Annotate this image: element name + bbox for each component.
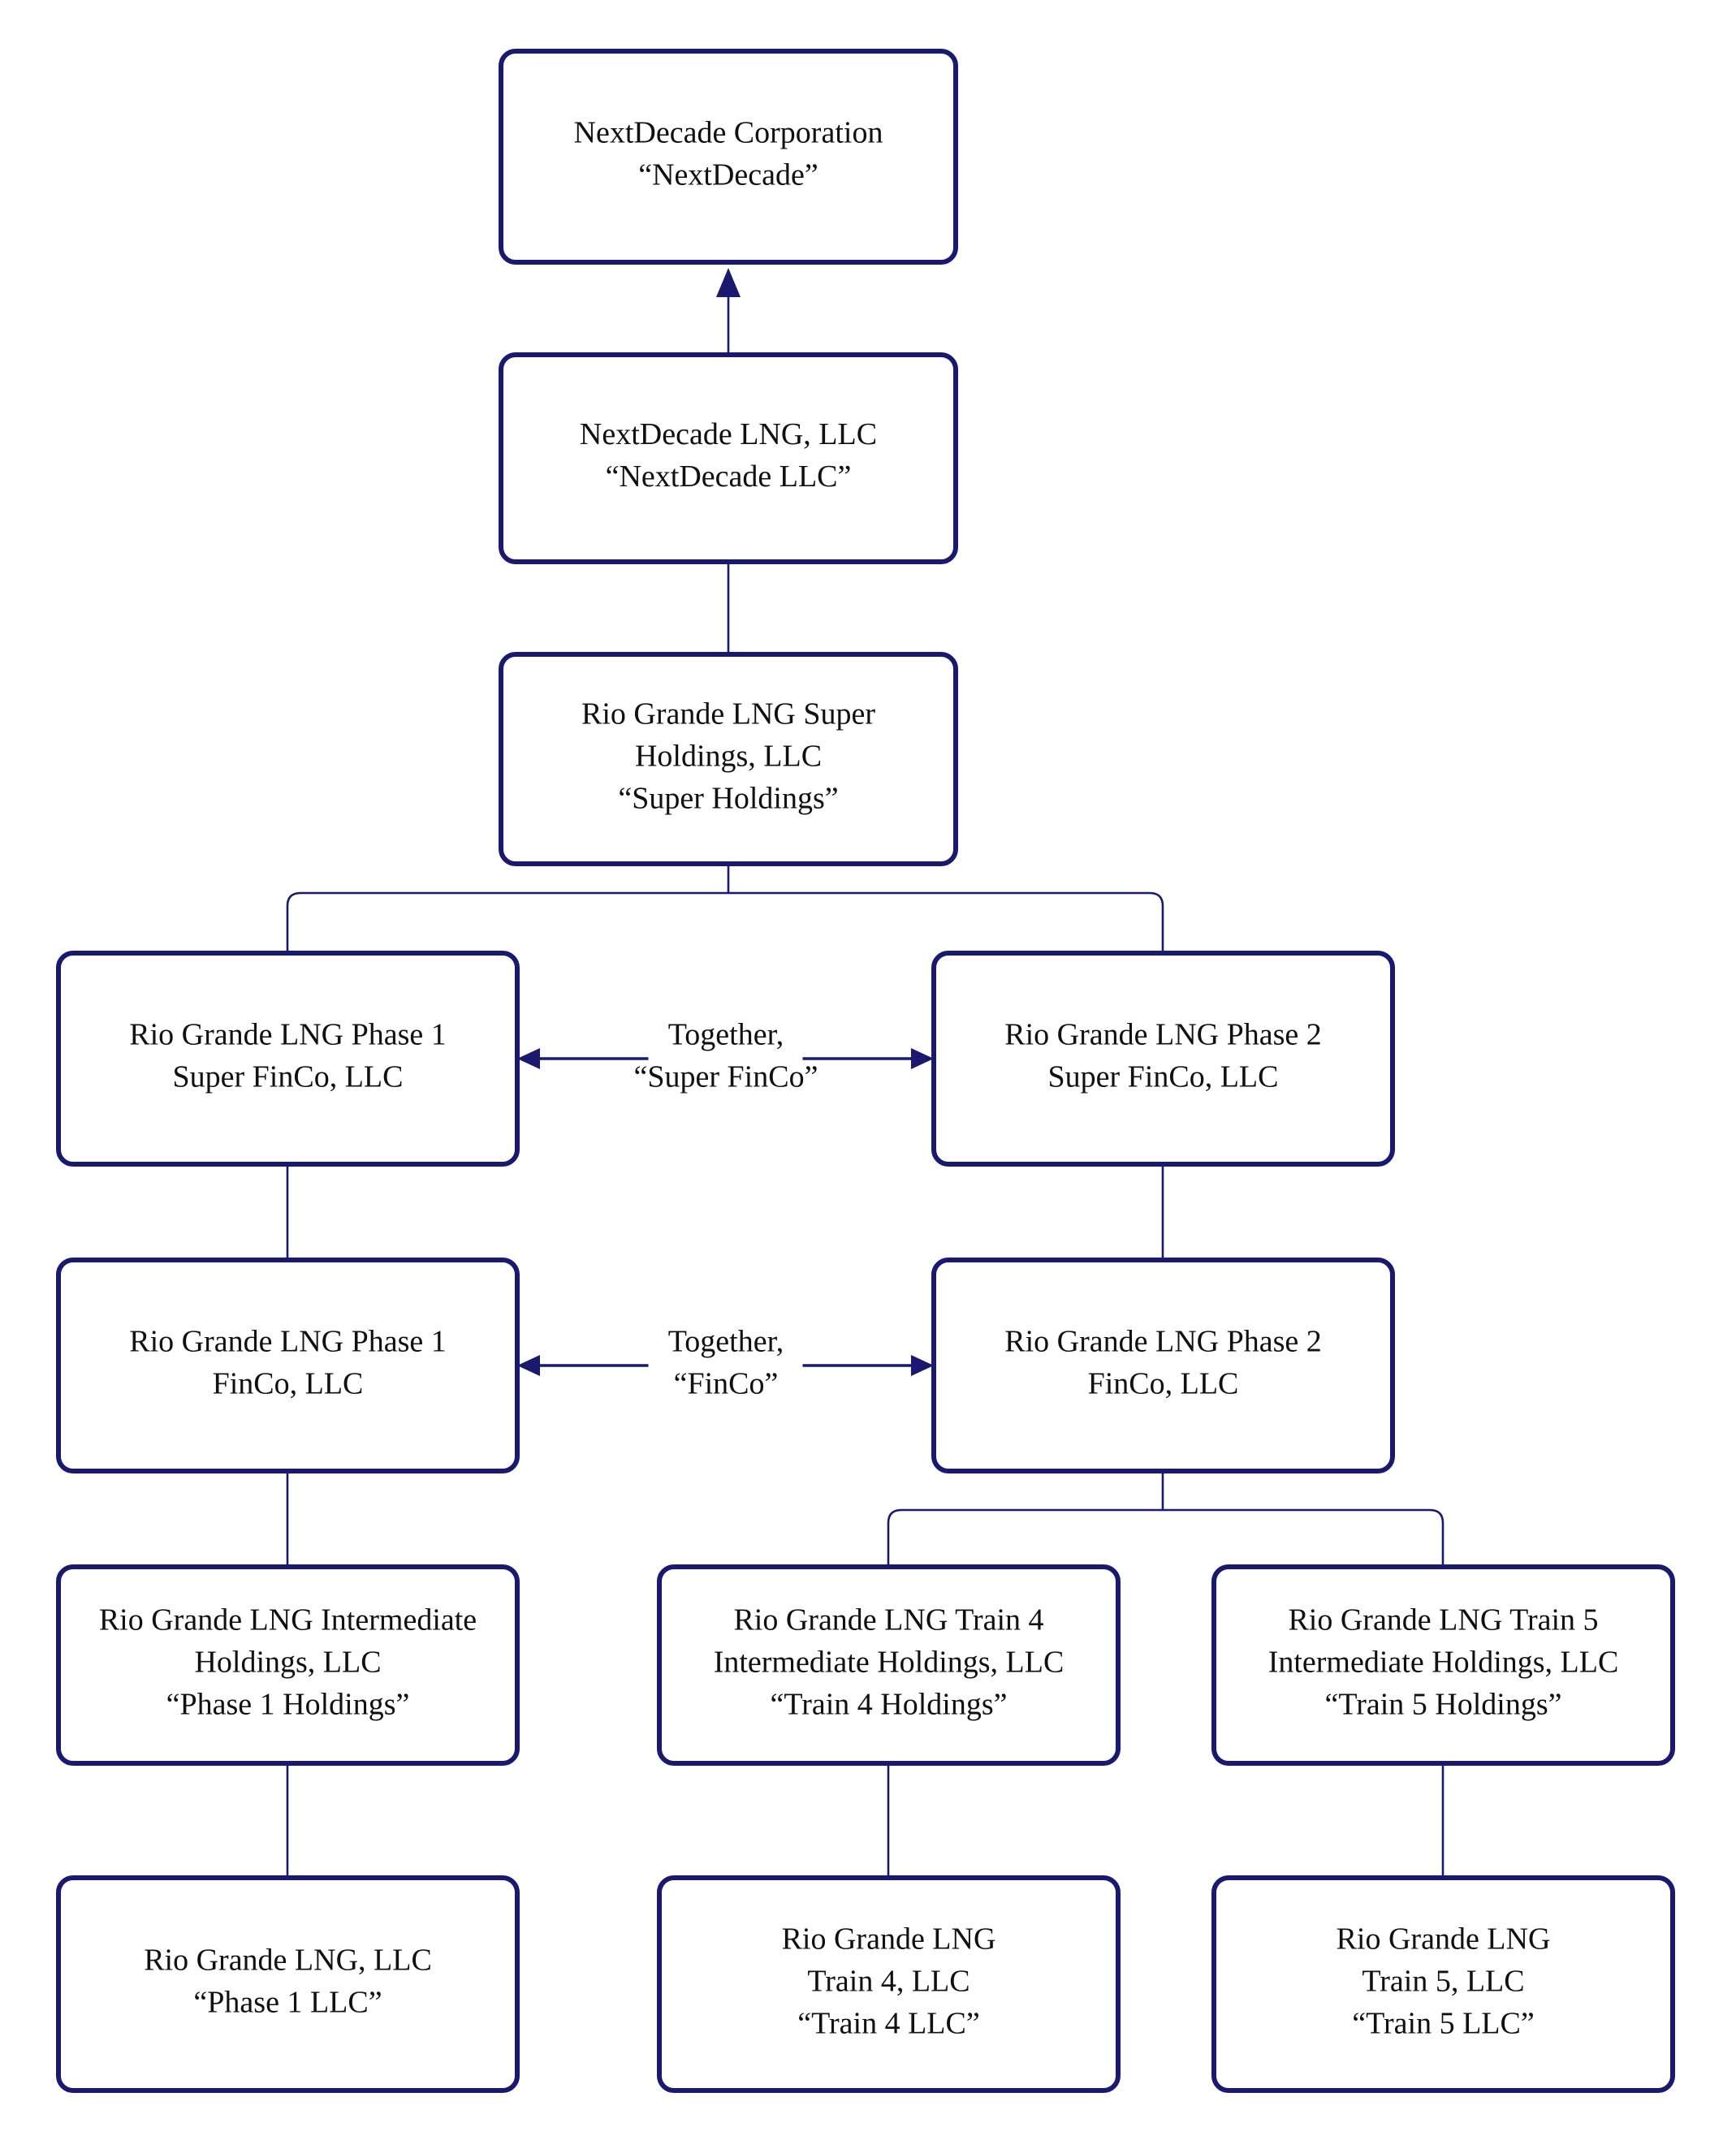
node-label-phase-1-finco-line-0: Rio Grande LNG Phase 1 [129, 1325, 446, 1359]
node-label-phase-1-holdings-line-1: Holdings, LLC [194, 1646, 381, 1680]
node-label-train-4-llc-line-2: “Train 4 LLC” [797, 2007, 979, 2041]
edge-label-text-together-finco-line-0: Together, [668, 1325, 784, 1359]
node-label-train-4-llc-line-0: Rio Grande LNG [782, 1922, 996, 1957]
node-label-phase-1-finco-line-1: FinCo, LLC [213, 1367, 364, 1401]
node-label-phase-1-holdings-line-0: Rio Grande LNG Intermediate [99, 1603, 477, 1637]
node-label-phase-2-finco-line-1: FinCo, LLC [1088, 1367, 1239, 1401]
node-box-train-4-llc[interactable] [657, 1875, 1121, 2093]
node-label-train-5-llc-line-2: “Train 5 LLC” [1352, 2007, 1534, 2041]
node-label-train-5-llc-line-1: Train 5, LLC [1362, 1965, 1524, 1999]
node-box-phase-1-finco[interactable] [56, 1258, 520, 1473]
node-box-phase-1-holdings[interactable] [56, 1564, 520, 1766]
connector-nextdecade-lng-to-corporation [716, 268, 741, 355]
node-phase-2-super-finco[interactable]: Rio Grande LNG Phase 2 Super FinCo, LLC [931, 951, 1395, 1167]
edge-label-together-super-finco: Together, “Super FinCo” [634, 1018, 818, 1094]
node-box-nextdecade-corporation[interactable] [499, 49, 958, 265]
connector-super-holdings-to-phases [286, 864, 1164, 953]
node-phase-2-finco[interactable]: Rio Grande LNG Phase 2 FinCo, LLC [931, 1258, 1395, 1473]
node-train-4-llc[interactable]: Rio Grande LNG Train 4, LLC “Train 4 LLC” [657, 1875, 1121, 2093]
node-label-train-4-holdings-line-1: Intermediate Holdings, LLC [714, 1646, 1064, 1680]
node-label-phase-1-super-finco-line-0: Rio Grande LNG Phase 1 [129, 1018, 446, 1052]
node-label-train-5-holdings-line-1: Intermediate Holdings, LLC [1268, 1646, 1619, 1680]
connector-super-finco-bidirectional [517, 1048, 934, 1069]
connectors-layer [286, 268, 1445, 1878]
node-box-nextdecade-lng-llc[interactable] [499, 352, 958, 564]
node-label-train-5-llc-line-0: Rio Grande LNG [1337, 1922, 1551, 1957]
edge-label-text-together-finco-line-1: “FinCo” [674, 1367, 779, 1401]
node-label-train-4-llc-line-1: Train 4, LLC [807, 1965, 969, 1999]
node-box-train-5-llc[interactable] [1211, 1875, 1675, 2093]
node-label-super-holdings-line-1: Holdings, LLC [635, 740, 822, 774]
node-box-phase-2-finco[interactable] [931, 1258, 1395, 1473]
node-label-train-5-holdings-line-2: “Train 5 Holdings” [1324, 1688, 1561, 1722]
node-nextdecade-lng-llc[interactable]: NextDecade LNG, LLC “NextDecade LLC” [499, 352, 958, 564]
node-label-phase-2-super-finco-line-1: Super FinCo, LLC [1048, 1060, 1279, 1094]
node-label-nextdecade-lng-llc-line-1: “NextDecade LLC” [606, 459, 852, 494]
node-label-super-holdings-line-2: “Super Holdings” [618, 782, 838, 816]
node-label-nextdecade-corporation-line-1: “NextDecade” [638, 158, 818, 192]
node-label-phase-2-finco-line-0: Rio Grande LNG Phase 2 [1004, 1325, 1321, 1359]
node-phase-1-super-finco[interactable]: Rio Grande LNG Phase 1 Super FinCo, LLC [56, 951, 520, 1167]
node-phase-1-llc[interactable]: Rio Grande LNG, LLC “Phase 1 LLC” [56, 1875, 520, 2093]
node-label-train-5-holdings-line-0: Rio Grande LNG Train 5 [1288, 1603, 1598, 1637]
node-label-nextdecade-lng-llc-line-0: NextDecade LNG, LLC [580, 417, 877, 451]
node-label-phase-1-holdings-line-2: “Phase 1 Holdings” [166, 1688, 410, 1722]
node-train-5-llc[interactable]: Rio Grande LNG Train 5, LLC “Train 5 LLC” [1211, 1875, 1675, 2093]
nodes-layer: NextDecade Corporation“NextDecade”NextDe… [56, 49, 1675, 2093]
node-box-train-5-holdings[interactable] [1211, 1564, 1675, 1766]
connector-finco-bidirectional [517, 1355, 934, 1376]
edge-label-together-finco: Together, “FinCo” [668, 1325, 784, 1401]
node-label-phase-1-llc-line-0: Rio Grande LNG, LLC [144, 1944, 432, 1978]
node-train-5-holdings[interactable]: Rio Grande LNG Train 5 Intermediate Holdi… [1211, 1564, 1675, 1766]
node-box-phase-2-super-finco[interactable] [931, 951, 1395, 1167]
node-label-phase-2-super-finco-line-0: Rio Grande LNG Phase 2 [1004, 1018, 1321, 1052]
connector-phase-2-finco-to-trains [887, 1471, 1445, 1567]
edge-label-text-together-super-finco-line-0: Together, [668, 1018, 784, 1052]
node-box-train-4-holdings[interactable] [657, 1564, 1121, 1766]
node-label-train-4-holdings-line-2: “Train 4 Holdings” [770, 1688, 1007, 1722]
node-label-super-holdings-line-0: Rio Grande LNG Super [581, 697, 875, 731]
node-label-phase-1-llc-line-1: “Phase 1 LLC” [193, 1986, 382, 2020]
edge-labels-layer: Together, “Super FinCo” Together, “FinCo” [634, 1018, 818, 1401]
node-box-phase-1-super-finco[interactable] [56, 951, 520, 1167]
node-phase-1-finco[interactable]: Rio Grande LNG Phase 1 FinCo, LLC [56, 1258, 520, 1473]
node-nextdecade-corporation[interactable]: NextDecade Corporation “NextDecade” [499, 49, 958, 265]
node-train-4-holdings[interactable]: Rio Grande LNG Train 4 Intermediate Holdi… [657, 1564, 1121, 1766]
node-box-super-holdings[interactable] [499, 652, 958, 866]
node-label-phase-1-super-finco-line-1: Super FinCo, LLC [173, 1060, 404, 1094]
edge-label-text-together-super-finco-line-1: “Super FinCo” [634, 1060, 818, 1094]
node-box-phase-1-llc[interactable] [56, 1875, 520, 2093]
node-label-train-4-holdings-line-0: Rio Grande LNG Train 4 [733, 1603, 1043, 1637]
node-label-nextdecade-corporation-line-0: NextDecade Corporation [574, 116, 883, 150]
